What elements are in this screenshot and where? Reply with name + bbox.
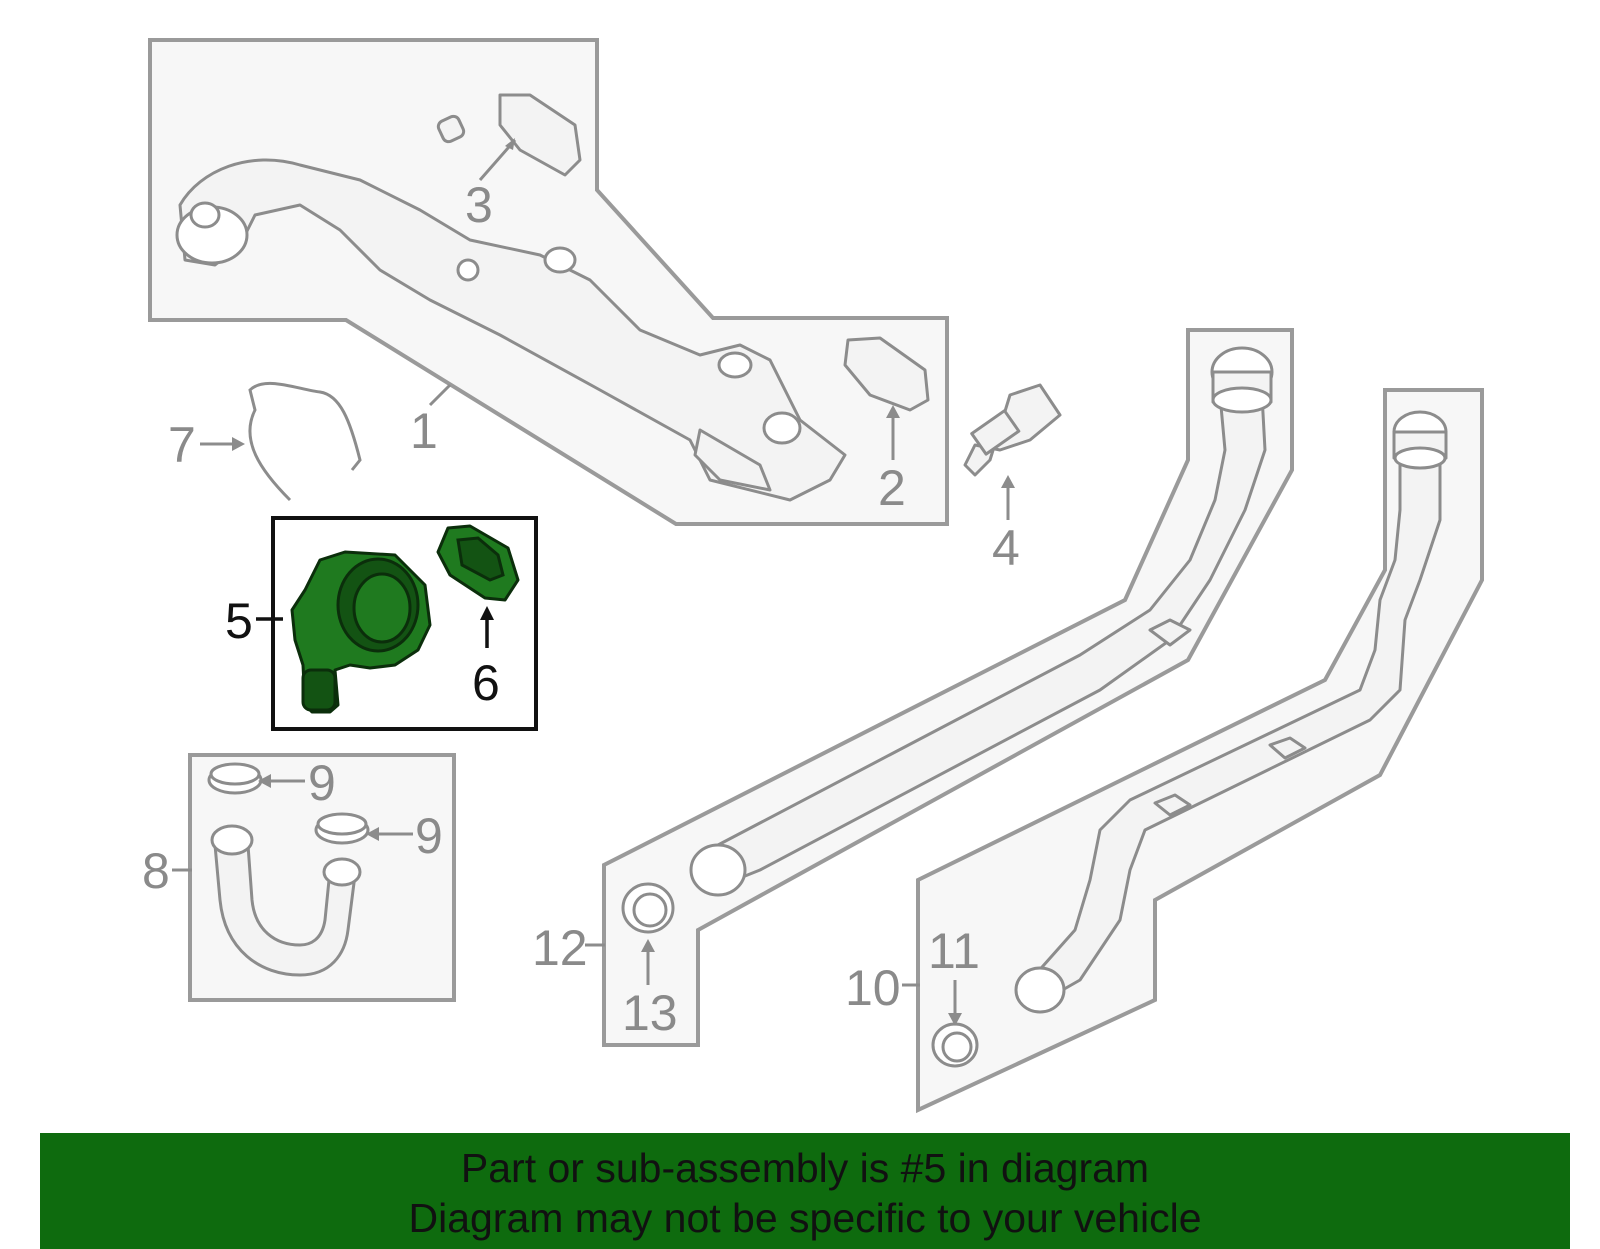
callout-7: 7 <box>168 417 196 473</box>
part-7-clip <box>248 381 362 502</box>
callout-1: 1 <box>410 403 438 459</box>
callout-11: 11 <box>928 923 980 979</box>
info-banner: Part or sub-assembly is #5 in diagram Di… <box>40 1133 1570 1249</box>
callout-8: 8 <box>142 843 170 899</box>
part-8-hose <box>210 824 362 977</box>
banner-line-2: Diagram may not be specific to your vehi… <box>408 1195 1202 1241</box>
part-11-seal <box>931 1022 979 1068</box>
part-4-sensor <box>963 383 1062 477</box>
callout-12: 12 <box>532 920 588 976</box>
box-pipe-12 <box>602 328 1294 1047</box>
callout-9a: 9 <box>308 755 336 811</box>
callout-5: 5 <box>225 593 253 649</box>
callout-13: 13 <box>622 985 678 1041</box>
part-5-thermostat-housing[interactable] <box>290 550 432 714</box>
callout-4: 4 <box>992 520 1020 576</box>
parts-diagram: 3 2 1 4 7 5 6 8 <box>142 38 1484 1114</box>
part-6-gasket[interactable] <box>436 524 520 602</box>
callout-10: 10 <box>845 960 901 1016</box>
part-9-clamp-a <box>207 762 263 795</box>
callout-9b: 9 <box>415 808 443 864</box>
part-9-clamp-b <box>314 812 370 845</box>
part-2-gasket <box>843 336 930 412</box>
banner-line-1: Part or sub-assembly is #5 in diagram <box>460 1145 1150 1191</box>
part-13-seal <box>621 882 675 934</box>
part-10-pipe <box>1014 410 1448 1014</box>
callout-2: 2 <box>878 460 906 516</box>
callout-3: 3 <box>465 177 493 233</box>
part-12-pipe <box>689 346 1274 897</box>
callout-6: 6 <box>472 655 500 711</box>
box-pipe-10 <box>916 388 1484 1114</box>
part-1-manifold <box>175 158 847 502</box>
part-3-gasket <box>436 93 582 177</box>
